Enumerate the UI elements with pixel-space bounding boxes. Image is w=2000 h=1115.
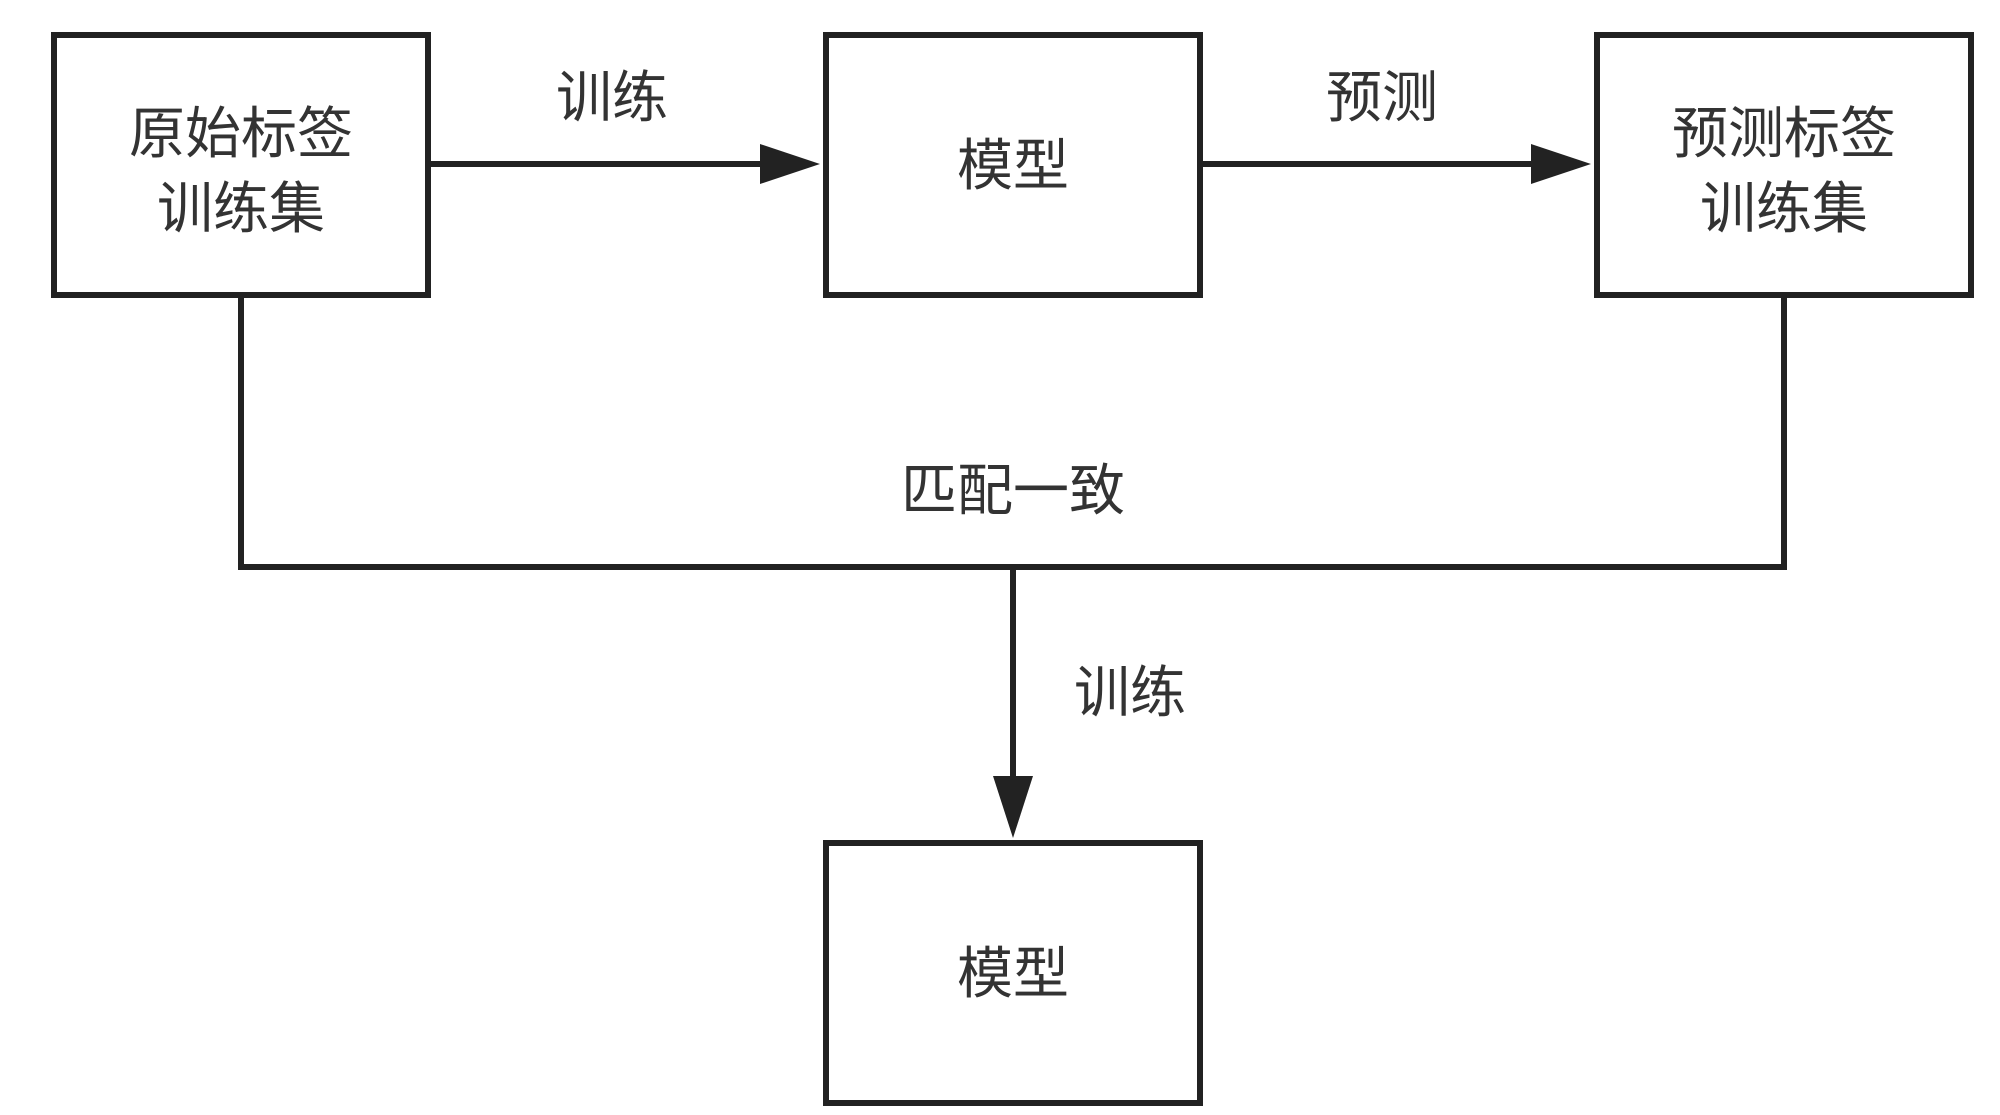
node-predicted-line2: 训练集	[1700, 177, 1868, 242]
node-model-bottom-label: 模型	[957, 942, 1069, 1007]
arrowhead-train-top	[760, 144, 820, 184]
node-predicted-label-training-set: 预测标签 训练集	[1594, 32, 1974, 298]
edge-match-connector	[238, 295, 1787, 570]
edge-predict: 预测	[1200, 66, 1591, 184]
arrowhead-predict	[1531, 144, 1591, 184]
edge-match-label: 匹配一致	[901, 459, 1125, 524]
node-model-top: 模型	[823, 32, 1203, 298]
edge-predict-label: 预测	[1326, 66, 1438, 131]
node-box-model-top	[823, 32, 1203, 298]
node-box-original	[51, 32, 431, 298]
edge-train-top: 训练	[428, 66, 820, 184]
edge-match: 匹配一致	[238, 295, 1787, 570]
edge-train-bottom-label: 训练	[1074, 661, 1186, 726]
node-original-line1: 原始标签	[129, 102, 353, 167]
node-box-model-bottom	[823, 840, 1203, 1106]
arrowhead-train-bottom	[993, 776, 1033, 838]
node-model-bottom: 模型	[823, 840, 1203, 1106]
node-original-label-training-set: 原始标签 训练集	[51, 32, 431, 298]
node-original-line2: 训练集	[157, 177, 325, 242]
node-predicted-line1: 预测标签	[1672, 102, 1896, 167]
node-model-top-label: 模型	[957, 134, 1069, 199]
edge-train-top-label: 训练	[556, 66, 668, 131]
edge-train-bottom: 训练	[993, 567, 1186, 838]
node-box-predicted	[1594, 32, 1974, 298]
